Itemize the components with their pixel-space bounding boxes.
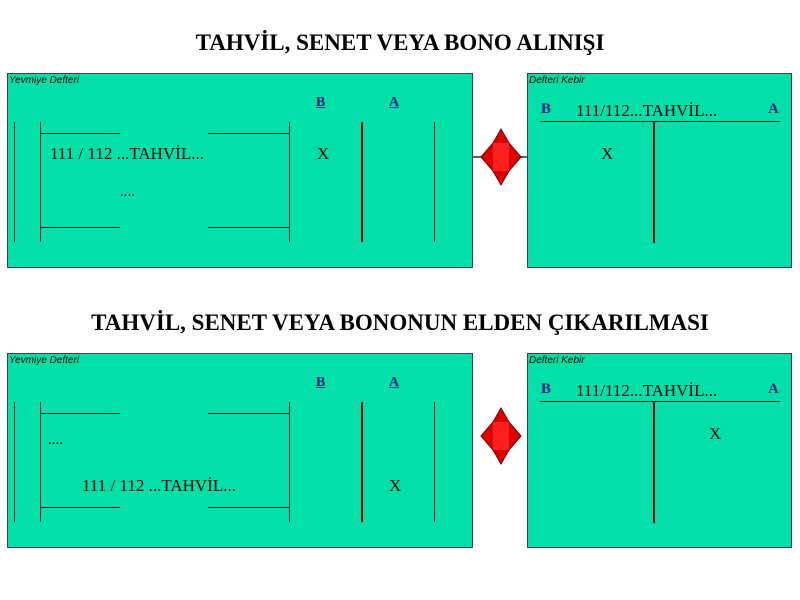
journal-line2-credit: X (389, 476, 402, 495)
journal-top-right-rule (208, 133, 289, 134)
ledger-debit-side: B (541, 101, 552, 117)
ledger-label: Defteri Kebir (529, 75, 585, 86)
journal-inner-right (289, 402, 290, 522)
journal-left-border (14, 402, 15, 522)
journal-top-left-rule (40, 413, 120, 414)
ledger-debit-side: B (541, 381, 552, 397)
journal-line1-account: 111 / 112 ...TAHVİL... (50, 144, 204, 163)
journal-label: Yevmiye Defteri (9, 75, 80, 86)
journal-inner-left (40, 122, 41, 242)
journal-line1-debit: X (317, 144, 330, 163)
ledger-t-bar (540, 401, 780, 402)
journal-credit-header: A (389, 375, 400, 390)
ledger-account-name: 111/112...TAHVİL... (576, 381, 718, 400)
ledger-credit-value: X (709, 424, 722, 443)
section-title-purchase: TAHVİL, SENET VEYA BONO ALINIŞI (195, 30, 605, 55)
ledger-panel-disposal: Defteri Kebir B 111/112...TAHVİL... A X (527, 353, 792, 548)
ledger-account-name: 111/112...TAHVİL... (576, 101, 718, 120)
journal-label: Yevmiye Defteri (9, 355, 80, 366)
ledger-t-stem (653, 121, 655, 243)
journal-debit-credit-divider (361, 402, 363, 522)
journal-bottom-left-rule (40, 227, 120, 228)
journal-top-right-rule (208, 413, 289, 414)
journal-inner-left (40, 402, 41, 522)
journal-debit-credit-divider (361, 122, 363, 242)
journal-debit-header: B (316, 375, 326, 390)
ledger-t-bar (540, 121, 780, 122)
ledger-label: Defteri Kebir (529, 355, 585, 366)
journal-right-border (434, 402, 435, 522)
ledger-credit-side: A (768, 381, 779, 397)
journal-bottom-right-rule (208, 227, 289, 228)
journal-debit-header: B (316, 95, 326, 110)
journal-line2-account: 111 / 112 ...TAHVİL... (82, 476, 236, 495)
ledger-debit-value: X (601, 144, 614, 163)
journal-inner-right (289, 122, 290, 242)
journal-line2-account: .... (120, 184, 135, 200)
journal-left-border (14, 122, 15, 242)
double-arrow-icon (480, 127, 522, 187)
journal-panel-purchase: Yevmiye Defteri B A 111 / 112 ...TAHVİL.… (7, 73, 473, 268)
journal-line1-account: .... (48, 432, 63, 448)
double-arrow-icon (480, 406, 522, 466)
ledger-t-stem (653, 401, 655, 523)
journal-right-border (434, 122, 435, 242)
section-title-disposal: TAHVİL, SENET VEYA BONONUN ELDEN ÇIKARIL… (91, 310, 709, 335)
journal-panel-disposal: Yevmiye Defteri B A .... 111 / 112 ...TA… (7, 353, 473, 548)
ledger-panel-purchase: Defteri Kebir B 111/112...TAHVİL... A X (527, 73, 792, 268)
journal-top-left-rule (40, 133, 120, 134)
ledger-credit-side: A (768, 101, 779, 117)
journal-bottom-right-rule (208, 507, 289, 508)
journal-bottom-left-rule (40, 507, 120, 508)
journal-credit-header: A (389, 95, 400, 110)
